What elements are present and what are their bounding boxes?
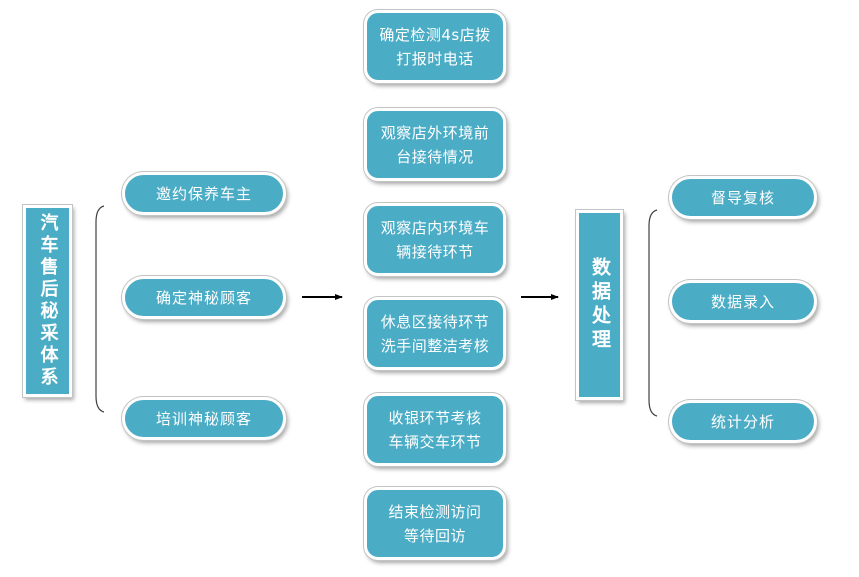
left-item-invite: 邀约保养车主 [122, 172, 286, 215]
left-bracket [95, 205, 105, 413]
step-line: 洗手间整洁考核 [380, 336, 490, 355]
right-item-entry: 数据录入 [669, 280, 817, 323]
step-box-5: 收银环节考核 车辆交车环节 [364, 393, 506, 466]
step-line: 等待回访 [403, 526, 466, 545]
step-box-6: 结束检测访问 等待回访 [364, 487, 506, 560]
step-box-1: 确定检测4s店拨 打报时电话 [364, 10, 506, 83]
step-line: 辆接待环节 [396, 242, 474, 261]
step-line: 观察店内环境车 [380, 218, 490, 237]
left-item-label: 确定神秘顾客 [155, 289, 252, 307]
right-bracket [648, 209, 658, 417]
step-line: 车辆交车环节 [388, 432, 482, 451]
processing-title-box: 数据处理 [576, 210, 623, 400]
right-item-label: 统计分析 [710, 413, 775, 431]
step-line: 确定检测4s店拨 [379, 25, 491, 44]
left-item-label: 邀约保养车主 [155, 185, 252, 203]
step-line: 打报时电话 [396, 49, 474, 68]
step-box-2: 观察店外环境前 台接待情况 [364, 108, 506, 181]
left-item-train: 培训神秘顾客 [122, 397, 286, 440]
right-item-review: 督导复核 [669, 176, 817, 219]
step-line: 休息区接待环节 [380, 312, 490, 331]
right-item-label: 督导复核 [710, 189, 775, 207]
step-box-4: 休息区接待环节 洗手间整洁考核 [364, 297, 506, 370]
left-item-select: 确定神秘顾客 [122, 276, 286, 319]
step-line: 收银环节考核 [388, 408, 482, 427]
step-line: 结束检测访问 [388, 502, 482, 521]
system-title-box: 汽车售后秘采体系 [23, 205, 72, 397]
step-line: 观察店外环境前 [380, 123, 490, 142]
processing-title: 数据处理 [589, 257, 611, 353]
step-line: 台接待情况 [396, 147, 474, 166]
system-title: 汽车售后秘采体系 [37, 213, 59, 389]
left-item-label: 培训神秘顾客 [155, 410, 252, 428]
right-item-label: 数据录入 [710, 293, 775, 311]
step-box-3: 观察店内环境车 辆接待环节 [364, 203, 506, 276]
right-item-analysis: 统计分析 [669, 400, 817, 443]
